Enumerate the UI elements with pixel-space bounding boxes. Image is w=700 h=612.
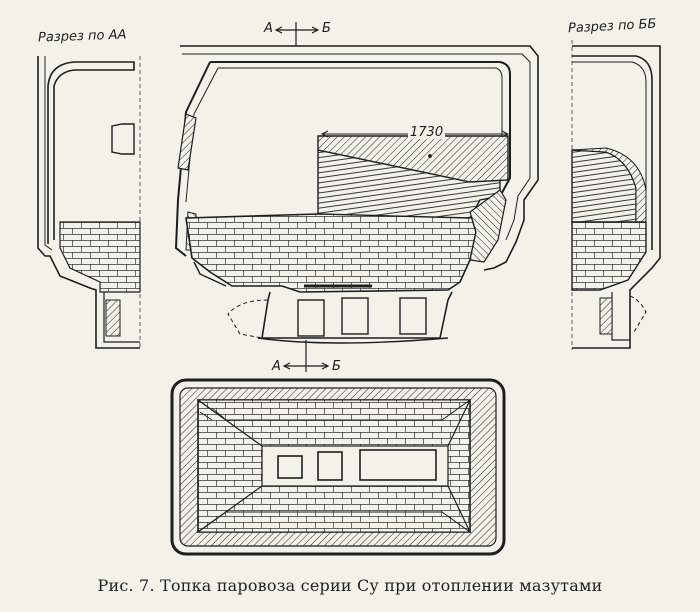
figure-caption: Рис. 7. Топка паровоза серии Су при отоп… bbox=[97, 576, 603, 595]
cut-mark-a-top: А bbox=[264, 21, 273, 36]
section-aa-label: Разрез по АА bbox=[37, 27, 127, 46]
dimension-label: 1730 bbox=[408, 125, 446, 140]
section-bb-drawing bbox=[571, 40, 661, 350]
cut-mark-b-bottom: Б bbox=[332, 359, 341, 374]
cut-mark-b-top: Б bbox=[322, 21, 331, 36]
main-section-drawing bbox=[174, 22, 539, 372]
cut-mark-a-bottom: А bbox=[272, 359, 281, 374]
plan-view-drawing bbox=[170, 378, 506, 556]
section-aa-drawing bbox=[37, 56, 141, 350]
